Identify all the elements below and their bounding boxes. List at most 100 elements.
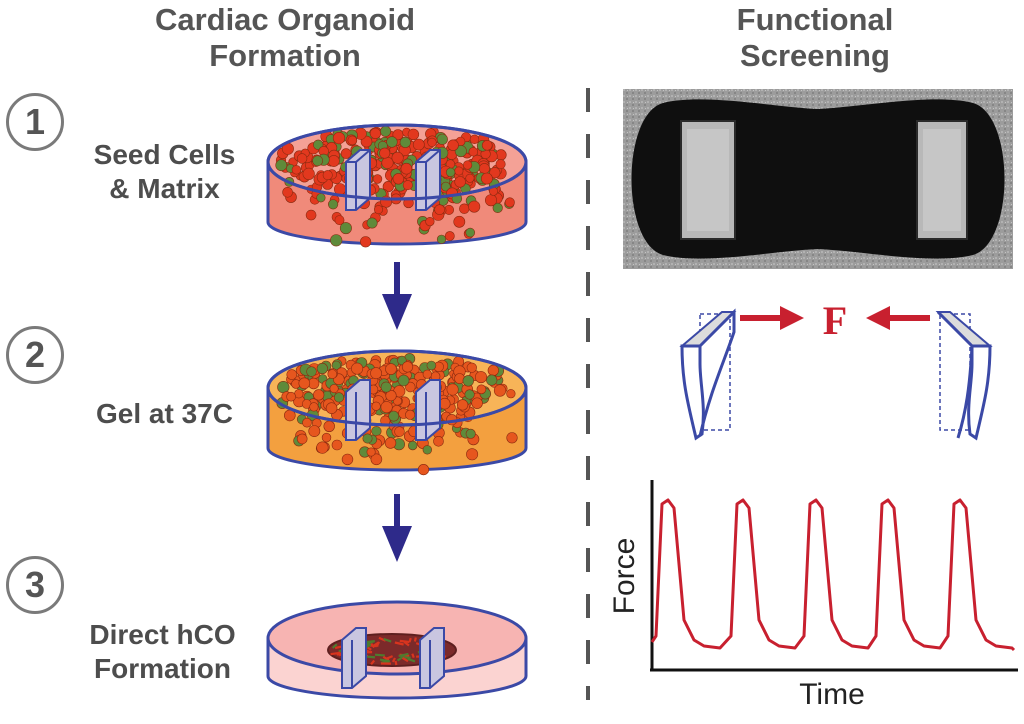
cell-dot (333, 183, 346, 196)
cell-dot (296, 433, 308, 445)
cell-dot (282, 187, 293, 198)
fiber (394, 641, 404, 646)
fiber (407, 657, 416, 663)
cell-dot (391, 151, 404, 164)
cell-dot (462, 375, 474, 387)
cell-dot (425, 217, 435, 227)
cell-dot (417, 464, 430, 476)
left-heading-line1: Cardiac Organoid (154, 2, 416, 37)
cell-dot (316, 441, 329, 454)
cell-dot (471, 397, 483, 409)
dish-1 (266, 123, 528, 248)
micropillar-icon (341, 627, 445, 689)
fiber (401, 656, 409, 663)
cell-dot (405, 409, 416, 420)
cell-dot (277, 381, 290, 394)
cell-dot (327, 155, 340, 167)
cell-dot (385, 363, 397, 375)
cell-dot (325, 402, 338, 415)
cell-dot (347, 135, 358, 146)
right-heading-line1: Functional (736, 2, 894, 37)
cell-dot (506, 432, 518, 444)
fiber (337, 651, 342, 657)
cell-dot (487, 364, 499, 377)
cell-dot (305, 209, 317, 221)
fiber (399, 639, 410, 644)
cell-dot (302, 417, 312, 428)
cell-dot (379, 147, 391, 159)
fiber (331, 643, 338, 649)
cell-dot (445, 167, 456, 178)
cell-dot (334, 215, 345, 225)
cell-dot (386, 136, 398, 148)
step-3-label-line2: Formation (94, 653, 231, 684)
cell-dot (433, 435, 444, 447)
down-arrow-icon (382, 494, 412, 562)
fiber (382, 655, 390, 662)
fiber (399, 652, 409, 657)
pillar-deflection-diagram: F (679, 298, 993, 441)
cell-dot (489, 167, 501, 179)
right-heading-line2: Screening (740, 38, 890, 73)
organoid-micrograph (623, 89, 1013, 269)
cell-dot (306, 366, 317, 377)
left-heading: Cardiac Organoid Formation (120, 2, 450, 74)
cell-dot (506, 389, 516, 399)
cell-dot (446, 383, 459, 396)
cell-dot (371, 426, 382, 437)
x-axis-label: Time (799, 678, 865, 711)
cell-dot (339, 222, 352, 235)
cell-dot (308, 425, 321, 437)
cell-dot (323, 420, 335, 432)
cell-dot (313, 389, 325, 401)
step-3-badge: 3 (6, 556, 64, 614)
cell-dot (480, 172, 493, 185)
step-2-label-line1: Gel at 37C (96, 398, 233, 429)
cell-dot (316, 362, 328, 375)
cell-dot (465, 227, 476, 238)
cell-dot (372, 174, 383, 184)
fiber (383, 637, 392, 643)
cell-dot (457, 399, 469, 411)
cell-dot (495, 159, 506, 170)
cell-dot (444, 231, 455, 241)
cell-dot (447, 139, 459, 151)
cell-dot (341, 453, 354, 466)
cell-dot (468, 147, 478, 157)
cell-dot (399, 136, 411, 148)
cell-dot (275, 159, 288, 172)
cell-dot (380, 401, 393, 414)
cell-dot (321, 432, 332, 443)
cell-dot (369, 127, 382, 139)
fiber (408, 637, 412, 643)
cell-dot (407, 128, 420, 141)
fiber (379, 658, 390, 663)
cell-dot (362, 433, 373, 444)
cell-dot (392, 173, 405, 185)
fiber (413, 637, 417, 642)
cell-dot (436, 133, 448, 145)
cell-dot (385, 390, 397, 402)
force-time-plot: Force Time (608, 480, 1018, 711)
fiber (411, 653, 415, 658)
step-3-label: Direct hCO Formation (60, 618, 265, 686)
fiber (394, 660, 398, 666)
cell-dot (296, 153, 308, 164)
cell-dot (366, 447, 376, 457)
cell-dot (394, 426, 405, 437)
cell-dot (366, 217, 378, 229)
y-axis-label: Force (608, 538, 641, 615)
cell-dot (302, 167, 315, 180)
fiber (374, 653, 385, 657)
cell-dot (481, 140, 493, 151)
cell-dot (382, 181, 394, 193)
cell-dot (371, 401, 381, 411)
cell-dot (464, 389, 475, 400)
cell-dot (331, 360, 341, 370)
cell-dot (370, 453, 383, 466)
cell-dot (459, 203, 470, 214)
cell-dot (422, 369, 432, 379)
step-1-label-line2: & Matrix (109, 173, 220, 204)
cell-dot (331, 439, 343, 451)
